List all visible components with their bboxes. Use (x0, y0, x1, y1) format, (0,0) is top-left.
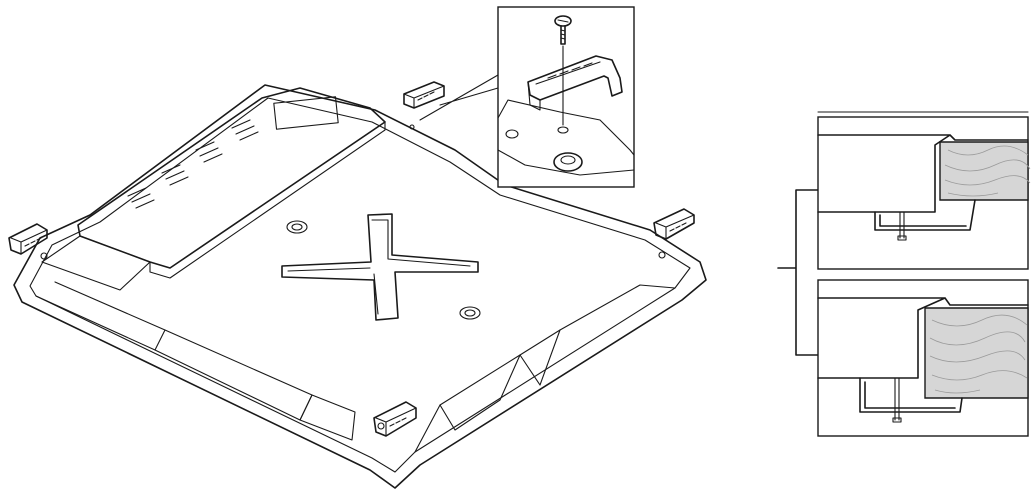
bracket-connector (777, 189, 819, 356)
skirt-facet-right (414, 284, 676, 453)
hob-underside (13, 84, 707, 489)
mount-hole-1 (286, 220, 308, 234)
worktop-upper (939, 141, 1029, 201)
skirt-facet-right3 (439, 354, 521, 431)
skirt-facet-left (35, 281, 166, 351)
section-view-thick-worktop (817, 279, 1029, 437)
detail-base-plate (497, 99, 635, 176)
clamp-top (403, 81, 445, 109)
skirt-facet-mid (154, 329, 313, 421)
vent-panel (77, 87, 386, 269)
mount-hole-1-inner (291, 223, 303, 231)
section-view-thin-worktop (817, 111, 1031, 270)
clamp-bottom (373, 401, 417, 437)
clamp-upper (874, 199, 976, 231)
hob-inner-rim (29, 97, 691, 473)
hob-edge-upper (817, 134, 1029, 213)
rivet-3 (409, 124, 415, 130)
clamp-lower (859, 377, 963, 413)
skirt-facet-notch (299, 394, 356, 441)
left-tray (41, 235, 151, 291)
skirt-facet-right2 (519, 329, 561, 386)
screw-icon (554, 15, 572, 126)
detail-clamp (527, 55, 623, 101)
detail-leader (419, 74, 499, 121)
cross-emboss-inner (287, 219, 471, 315)
clamp-right (653, 208, 695, 240)
screw-lower (892, 377, 902, 423)
clamp-detail-box (497, 6, 635, 188)
detail-hole-1 (505, 129, 519, 139)
vent-panel-edge (149, 121, 386, 279)
panel-window (273, 96, 339, 130)
worktop-lower (924, 307, 1029, 399)
detail-boss (553, 152, 583, 172)
hob-edge-lower (817, 297, 1029, 379)
clamp-left (8, 223, 48, 255)
vent-slots (127, 119, 259, 209)
clamp-slots (547, 62, 593, 79)
rivet-2 (658, 251, 666, 259)
hob-outer-rim (13, 84, 707, 489)
mount-hole-2 (459, 306, 481, 320)
screw-upper (897, 211, 907, 241)
mount-hole-2-inner (464, 309, 476, 317)
detail-hole-2 (557, 126, 569, 134)
cross-emboss (281, 213, 479, 321)
rivet-1 (40, 252, 48, 260)
